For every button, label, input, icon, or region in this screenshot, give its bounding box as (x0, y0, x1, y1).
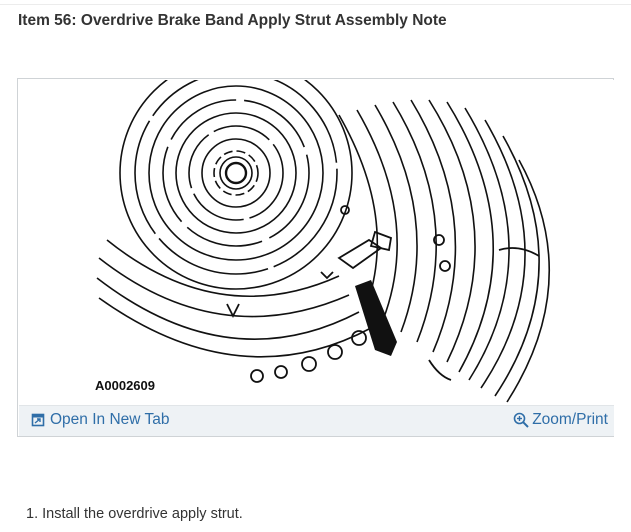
step-item: 1. Install the overdrive apply strut. (26, 506, 243, 522)
zoom-magnifier-icon (513, 412, 529, 428)
figure-toolbar: Open In New Tab Zoom/Print (19, 405, 614, 436)
open-new-tab-label: Open In New Tab (50, 411, 170, 428)
figure-card: A0002609 Open In New Tab Zoom/Print (17, 78, 614, 437)
figure-code-label: A0002609 (95, 378, 155, 393)
top-divider (0, 4, 631, 5)
zoom-print-link[interactable]: Zoom/Print (513, 411, 608, 429)
diagram-image[interactable]: A0002609 (19, 80, 614, 406)
page-title: Item 56: Overdrive Brake Band Apply Stru… (18, 12, 447, 29)
zoom-print-label: Zoom/Print (532, 411, 608, 428)
open-new-tab-icon (31, 413, 45, 427)
open-new-tab-link[interactable]: Open In New Tab (31, 411, 169, 429)
